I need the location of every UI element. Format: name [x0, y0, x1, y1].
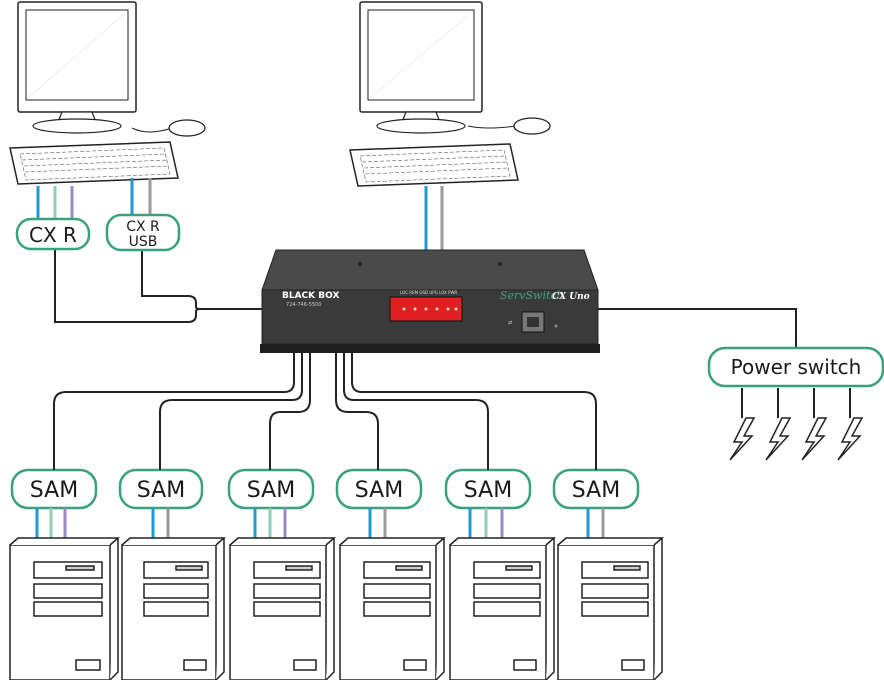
lightning-icon: [765, 417, 792, 461]
power-switch-box: Power switch: [707, 346, 884, 388]
sam-unit-3: SAM: [227, 468, 315, 510]
mouse-icon: [131, 119, 206, 137]
lightning-icon: [837, 417, 864, 461]
sam-label: SAM: [137, 478, 185, 503]
server-icon: [557, 537, 664, 680]
sam-unit-6: SAM: [552, 468, 640, 510]
sam-label: SAM: [572, 478, 620, 503]
usb-icon: ⇄: [508, 320, 512, 326]
sam-unit-1: SAM: [10, 468, 98, 510]
mouse-icon: [467, 117, 551, 135]
lightning-icon: [729, 417, 756, 461]
server-icon: [229, 537, 336, 680]
servers: [9, 537, 664, 680]
power-indicator: [554, 324, 558, 328]
server-icon: [9, 537, 120, 680]
keyboard-icon: [9, 141, 179, 185]
sam-label: SAM: [247, 478, 295, 503]
kvm-switch-device: BLACK BOX 724-746-5500 LOC REM OSD UPG L…: [260, 249, 600, 353]
cx-r-usb-label-line1: CX R: [126, 219, 160, 235]
monitor-icon: [359, 1, 483, 134]
indicator-labels: LOC REM OSD UPG LOX PWR: [400, 290, 457, 295]
workstation-cables: [36, 178, 444, 254]
server-icon: [339, 537, 446, 680]
sam-label: SAM: [464, 478, 512, 503]
product-name: ServSwitch: [500, 289, 564, 302]
brand-phone: 724-746-5500: [286, 302, 321, 308]
interconnect-cables: [53, 250, 851, 458]
server-icon: [449, 537, 556, 680]
sam-label: SAM: [355, 478, 403, 503]
power-switch-label: Power switch: [731, 355, 862, 379]
sam-unit-4: SAM: [335, 468, 423, 510]
left-workstation: [9, 1, 206, 185]
center-workstation: [349, 1, 551, 187]
product-model: CX Uno: [552, 292, 590, 302]
cx-r-box: CX R: [15, 217, 91, 251]
lightning-icon: [801, 417, 828, 461]
power-outlets: [729, 417, 864, 461]
sam-label: SAM: [30, 478, 78, 503]
sam-link-stubs: [53, 458, 597, 470]
cx-r-usb-label-line2: USB: [129, 234, 158, 250]
status-leds: [402, 307, 458, 311]
sam-unit-5: SAM: [444, 468, 532, 510]
brand-logo: BLACK BOX: [282, 291, 339, 301]
keyboard-icon: [349, 143, 519, 187]
cx-r-usb-box: CX R USB: [105, 213, 181, 252]
cx-r-label: CX R: [29, 223, 77, 247]
monitor-icon: [17, 1, 137, 134]
server-icon: [121, 537, 226, 680]
sam-unit-2: SAM: [118, 468, 204, 510]
